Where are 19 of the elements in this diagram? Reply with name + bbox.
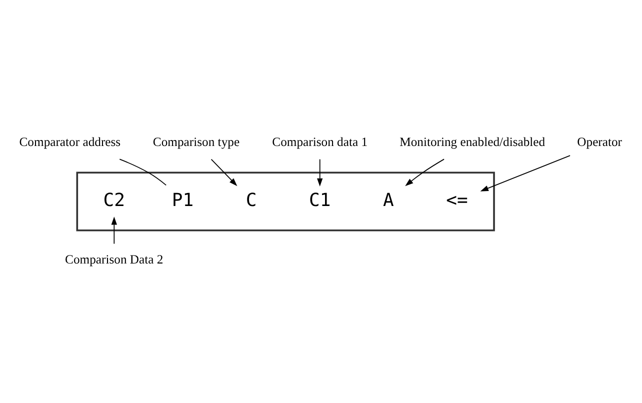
node-text: Monitoring enabled/disabled bbox=[400, 135, 546, 150]
connector bbox=[119, 158, 167, 186]
arrow bbox=[210, 158, 238, 186]
node-text: Comparator address bbox=[19, 135, 121, 150]
cluster bbox=[76, 172, 495, 232]
node-text: A bbox=[383, 190, 394, 212]
arrow bbox=[317, 158, 323, 186]
node-text: Comparison data 1 bbox=[272, 135, 368, 150]
node-text: Comparison Data 2 bbox=[65, 252, 164, 266]
node-text: C1 bbox=[309, 190, 331, 212]
node-text: Operator bbox=[577, 135, 622, 150]
node-text: C bbox=[246, 190, 257, 212]
node-text: C2 bbox=[103, 190, 126, 212]
node-text: P1 bbox=[172, 190, 194, 212]
node-text: <= bbox=[446, 190, 468, 212]
arrow bbox=[480, 155, 570, 192]
arrow bbox=[405, 158, 445, 186]
arrow bbox=[111, 216, 117, 244]
node-text: Comparison type bbox=[152, 135, 240, 150]
